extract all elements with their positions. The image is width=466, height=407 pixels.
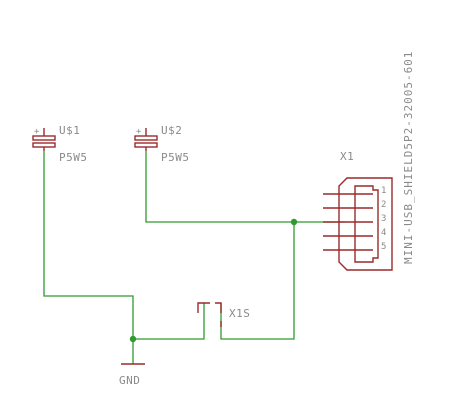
wire-u1-to-gnd[interactable]	[43, 151, 134, 339]
x1-name: X1	[340, 150, 354, 163]
x1s-name: X1S	[229, 307, 250, 320]
x1-pin-5: 5	[381, 242, 386, 252]
x1-pin-3: 3	[381, 214, 386, 224]
x1-pin-1: 1	[381, 186, 386, 196]
wire-u2-to-x1[interactable]	[145, 151, 345, 223]
gnd-label: GND	[119, 374, 140, 387]
wire-x1s-to-x1[interactable]	[220, 222, 295, 340]
x1-pin-numbers: 1 2 3 4 5	[381, 186, 386, 252]
wire-gnd-to-x1s[interactable]	[133, 303, 205, 340]
nets	[43, 151, 345, 364]
junction-gnd	[129, 335, 137, 343]
junction-shield	[290, 218, 298, 226]
x1-pin-2: 2	[381, 200, 386, 210]
u2-plus-mark: +	[136, 127, 142, 137]
x1-connector-symbol[interactable]	[323, 177, 393, 271]
u1-plus-mark: +	[34, 127, 40, 137]
u1-value: P5W5	[59, 151, 88, 164]
u2-name: U$2	[161, 124, 182, 137]
x1s-symbol[interactable]	[197, 302, 222, 327]
u1-symbol[interactable]: +	[32, 127, 56, 151]
x1-pin-4: 4	[381, 228, 386, 238]
u1-name: U$1	[59, 124, 80, 137]
u2-value: P5W5	[161, 151, 190, 164]
u2-symbol[interactable]: +	[134, 127, 158, 151]
x1-value: MINI-USB_SHIELD5P2-32005-601	[402, 51, 415, 264]
